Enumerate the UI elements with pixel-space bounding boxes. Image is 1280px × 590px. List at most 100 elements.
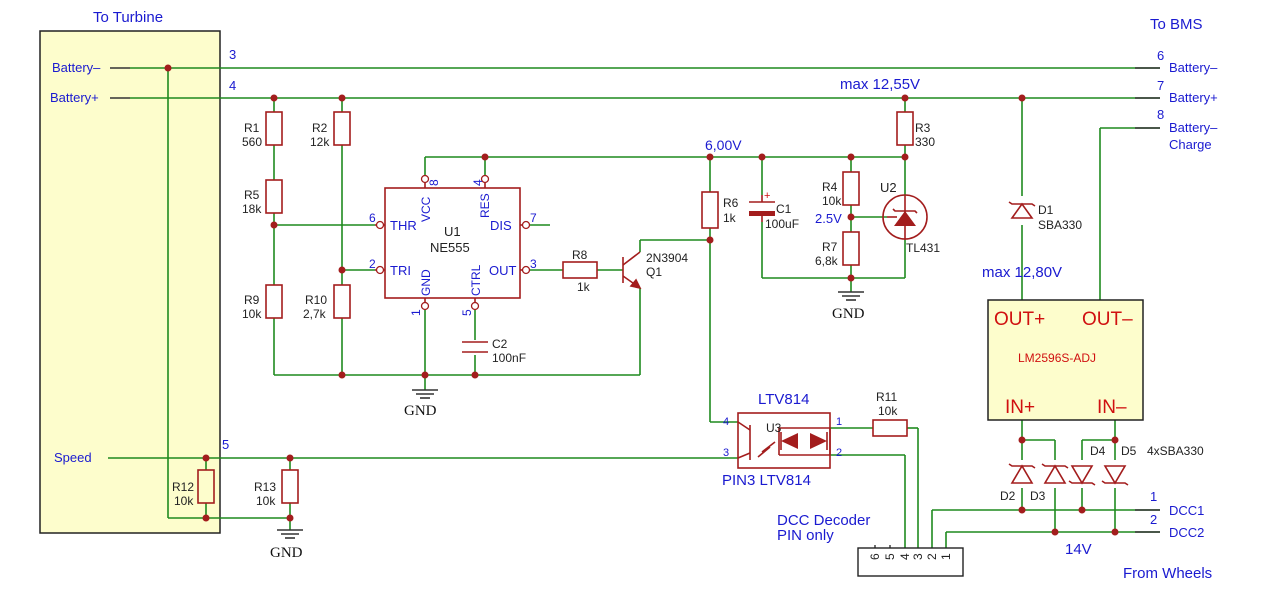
wheels-pin1: 1 <box>1150 489 1157 504</box>
u1-res: RES <box>478 193 492 218</box>
u3-pin4: 4 <box>723 416 729 428</box>
c2-val: 100nF <box>492 351 526 365</box>
turbine-pin-3: 3 <box>229 47 236 62</box>
decoder-pin-5: 5 <box>883 553 897 560</box>
lm2596-part: LM2596S-ADJ <box>1018 351 1096 365</box>
lm2596-in-plus: IN+ <box>1005 397 1035 418</box>
decoder-pin-6: 6 <box>868 553 882 560</box>
u3-pin2: 2 <box>836 447 842 459</box>
gnd-label-speed: GND <box>270 545 303 561</box>
u3-caption: PIN3 LTV814 <box>722 472 811 489</box>
bridge-d2: D2 <box>1000 489 1016 503</box>
q1-ref: Q1 <box>646 265 662 279</box>
r5-val: 18k <box>242 202 262 216</box>
turbine-battery-plus-label: Battery+ <box>50 90 99 105</box>
svg-text:+: + <box>764 190 770 202</box>
ne555-ic <box>375 174 531 311</box>
r4-val: 10k <box>822 194 842 208</box>
u3-top-label: LTV814 <box>758 391 809 408</box>
decoder-pin-4: 4 <box>898 553 912 560</box>
ltv814-optocoupler <box>737 412 831 469</box>
r2-val: 12k <box>310 135 330 149</box>
decoder-title-2: PIN only <box>777 527 834 544</box>
r13-ref: R13 <box>254 480 276 494</box>
bridge-d3: D3 <box>1030 489 1046 503</box>
u1-pin3: 3 <box>530 257 537 271</box>
u1-pin2: 2 <box>369 257 376 271</box>
c2-ref: C2 <box>492 337 508 351</box>
bms-pin-6: 6 <box>1157 48 1164 63</box>
decoder-pin-2: 2 <box>925 553 939 560</box>
diode-d1 <box>1008 201 1036 219</box>
r10-val: 2,7k <box>303 307 327 321</box>
bms-battery-charge-label: Battery– <box>1169 120 1218 135</box>
q1-part: 2N3904 <box>646 251 688 265</box>
r7-ref: R7 <box>822 240 838 254</box>
tl431-shunt <box>882 194 928 240</box>
turbine-pin-5: 5 <box>222 437 229 452</box>
d1-ref: D1 <box>1038 203 1054 217</box>
r8-val: 1k <box>577 280 591 294</box>
d1-part: SBA330 <box>1038 218 1082 232</box>
lm2596-out-minus: OUT– <box>1082 309 1133 330</box>
c1-val: 100uF <box>765 217 799 231</box>
r5-ref: R5 <box>244 188 260 202</box>
u1-gnd: GND <box>419 269 433 296</box>
u3-pin3: 3 <box>723 447 729 459</box>
u2-part: TL431 <box>906 241 940 255</box>
turbine-speed-label: Speed <box>54 450 92 465</box>
bms-title: To BMS <box>1150 16 1203 33</box>
u1-pin4: 4 <box>471 179 485 186</box>
r8-ref: R8 <box>572 248 588 262</box>
r12-ref: R12 <box>172 480 194 494</box>
bridge-d4: D4 <box>1090 444 1106 458</box>
u1-ctrl: CTRL <box>469 264 483 296</box>
r10-ref: R10 <box>305 293 327 307</box>
r2-ref: R2 <box>312 121 328 135</box>
capacitor-c1: + <box>749 190 775 222</box>
r4-ref: R4 <box>822 180 838 194</box>
turbine-battery-minus-label: Battery– <box>52 60 101 75</box>
u1-pin7: 7 <box>530 211 537 225</box>
bms-battery-plus-label: Battery+ <box>1169 90 1218 105</box>
turbine-pin-4: 4 <box>229 78 236 93</box>
capacitor-c2 <box>462 341 488 353</box>
u1-vcc: VCC <box>419 196 433 222</box>
rail-voltage: 6,00V <box>705 137 742 153</box>
decoder-title-1: DCC Decoder <box>777 512 870 529</box>
lm2596-module <box>987 299 1144 421</box>
u1-thr: THR <box>390 218 417 233</box>
u1-pin5: 5 <box>460 309 474 316</box>
gnd-label-tl431: GND <box>832 306 865 322</box>
u1-pin8: 8 <box>427 179 441 186</box>
decoder-connector <box>857 547 964 577</box>
bms-pin-8: 8 <box>1157 107 1164 122</box>
r13-val: 10k <box>256 494 276 508</box>
decoder-pin-3: 3 <box>911 553 925 560</box>
r12-val: 10k <box>174 494 194 508</box>
r7-val: 6,8k <box>815 254 839 268</box>
bms-pin-7: 7 <box>1157 78 1164 93</box>
r6-ref: R6 <box>723 196 739 210</box>
c1-ref: C1 <box>776 202 792 216</box>
bridge-part: 4xSBA330 <box>1147 444 1204 458</box>
transistor-q1 <box>622 251 642 290</box>
lm2596-in-minus: IN– <box>1097 397 1127 418</box>
u1-dis: DIS <box>490 218 512 233</box>
wheels-dcc1: DCC1 <box>1169 503 1204 518</box>
u1-pin1: 1 <box>409 309 423 316</box>
turbine-title: To Turbine <box>93 9 163 26</box>
max-bms-voltage: max 12,55V <box>840 76 920 93</box>
u2-ref: U2 <box>880 180 897 195</box>
r9-ref: R9 <box>244 293 260 307</box>
u1-ref: U1 <box>444 224 461 239</box>
wheels-voltage: 14V <box>1065 541 1092 558</box>
bms-charge-word: Charge <box>1169 137 1212 152</box>
bms-battery-minus-label: Battery– <box>1169 60 1218 75</box>
r3-val: 330 <box>915 135 935 149</box>
r11-val: 10k <box>878 404 898 418</box>
wheels-pin2: 2 <box>1150 512 1157 527</box>
lm2596-out-plus: OUT+ <box>994 309 1045 330</box>
r3-ref: R3 <box>915 121 931 135</box>
